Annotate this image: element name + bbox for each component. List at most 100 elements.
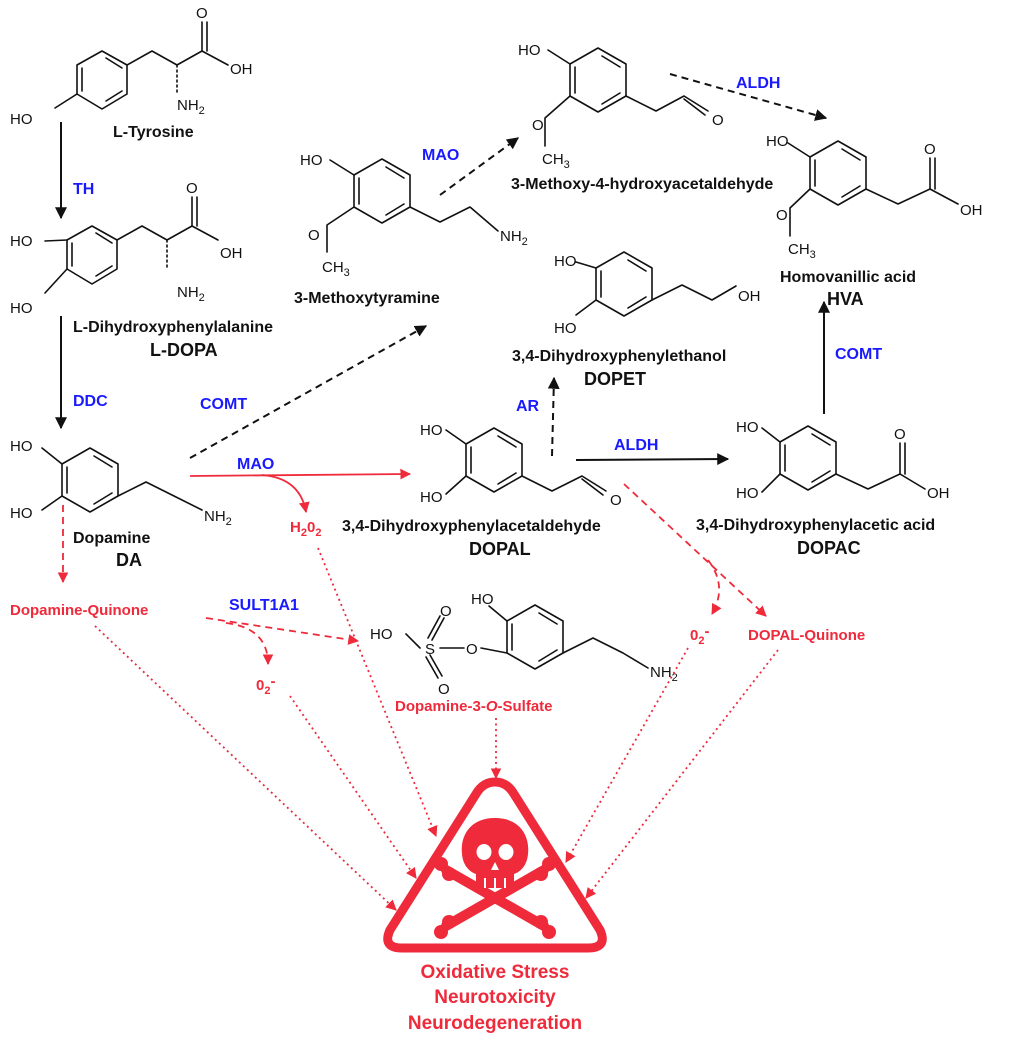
arrow-quinone-to-sulfate	[205, 617, 360, 645]
enzyme-mao-dopamine: MAO	[237, 456, 274, 473]
atom-oh: OH	[230, 61, 253, 78]
atom-ho: HO	[554, 320, 577, 337]
atom-oh: OH	[220, 245, 243, 262]
atom-oh: OH	[927, 485, 950, 502]
arrow-o2-right-to-stress	[565, 647, 689, 863]
label-l-tyrosine: L-Tyrosine	[113, 124, 194, 141]
structure-dopac: HO HO O OH	[736, 419, 950, 502]
atom-ho: HO	[766, 133, 789, 150]
arrow-dopal-quinone-to-stress	[585, 649, 779, 899]
arrow-quinone-to-o2	[225, 622, 274, 666]
species-h2o2: H202	[290, 519, 321, 539]
atom-nh2: NH2	[500, 228, 528, 248]
atom-o: O	[532, 117, 544, 134]
arrow-dopal-to-o2	[707, 559, 722, 615]
enzyme-aldh-top: ALDH	[736, 75, 780, 92]
atom-ch3: CH3	[322, 259, 350, 279]
enzyme-mao-3mt: MAO	[422, 147, 459, 164]
structure-dopamine-3-o-sulfate: HO O S O O HO NH2	[370, 591, 678, 698]
atom-oh: OH	[738, 288, 761, 305]
species-dopal-quinone: DOPAL-Quinone	[748, 627, 865, 644]
label-dopet-abbr: DOPET	[584, 369, 646, 389]
arrow-dopal-to-dopac	[575, 453, 730, 466]
atom-o: O	[894, 426, 906, 443]
species-o2-left: 02-	[256, 673, 275, 697]
arrow-dopal-to-dopet	[547, 376, 560, 457]
structure-3-methoxy-4-hydroxyacetaldehyde: HO O CH3 O	[518, 42, 724, 171]
label-dopac-abbr: DOPAC	[797, 538, 861, 558]
atom-nh2: NH2	[204, 508, 232, 528]
outcome-oxidative-stress: Oxidative Stress	[421, 962, 570, 983]
label-l-dopa-name: L-Dihydroxyphenylalanine	[73, 319, 273, 336]
atom-nh2: NH2	[177, 97, 205, 117]
atom-ho: HO	[420, 489, 443, 506]
atom-o: O	[308, 227, 320, 244]
atom-o: O	[438, 681, 450, 698]
atom-ho: HO	[370, 626, 393, 643]
structure-dopet: HO HO OH	[554, 251, 761, 337]
atom-o: O	[186, 180, 198, 197]
label-dopamine: Dopamine	[73, 530, 150, 547]
atom-o: O	[776, 207, 788, 224]
label-homovanillic-acid: Homovanillic acid	[780, 269, 916, 286]
structure-3-methoxytyramine: HO O CH3 NH2	[300, 152, 528, 279]
atom-ho: HO	[518, 42, 541, 59]
structure-l-tyrosine: O OH NH2 HO	[10, 5, 253, 128]
atom-o: O	[196, 5, 208, 22]
enzyme-comt-dopac: COMT	[835, 346, 882, 363]
arrow-mao-to-h2o2	[261, 474, 310, 514]
arrow-3mt-to-mhpa	[439, 137, 519, 196]
outcome-neurodegeneration: Neurodegeneration	[408, 1013, 582, 1034]
atom-nh2: NH2	[650, 664, 678, 684]
atom-ho: HO	[10, 300, 33, 317]
enzyme-ar: AR	[516, 398, 540, 415]
enzyme-th: TH	[73, 181, 94, 198]
atom-oh: OH	[960, 202, 983, 219]
arrow-h2o2-to-stress	[317, 547, 438, 837]
atom-ho: HO	[736, 485, 759, 502]
label-dopamine-abbr: DA	[116, 550, 142, 570]
arrow-dopal-to-dopal-quinone	[623, 483, 767, 617]
label-dopal: 3,4-Dihydroxyphenylacetaldehyde	[342, 518, 601, 535]
label-3-methoxy-4-hydroxyacetaldehyde: 3-Methoxy-4-hydroxyacetaldehyde	[511, 176, 773, 193]
arrow-quinone-to-stress	[94, 625, 397, 911]
label-3-methoxytyramine: 3-Methoxytyramine	[294, 290, 440, 307]
atom-o: O	[610, 492, 622, 509]
structure-dopamine: HO HO NH2	[10, 438, 232, 528]
enzyme-comt-dopamine: COMT	[200, 396, 247, 413]
structure-l-dopa: O OH NH2 HO HO	[10, 180, 243, 317]
atom-ho: HO	[10, 505, 33, 522]
atom-o: O	[440, 603, 452, 620]
species-dopamine-quinone: Dopamine-Quinone	[10, 602, 148, 619]
atom-s: S	[425, 641, 435, 658]
arrow-mhpa-to-hva	[669, 73, 828, 121]
atom-ho: HO	[10, 438, 33, 455]
arrow-dopamine-to-3-methoxytyramine	[189, 325, 428, 459]
enzyme-sult1a1: SULT1A1	[229, 597, 299, 614]
label-l-dopa-abbr: L-DOPA	[150, 340, 218, 360]
atom-o: O	[712, 112, 724, 129]
skull-crossbones-warning-icon	[383, 777, 607, 953]
atom-ch3: CH3	[788, 241, 816, 261]
atom-ho: HO	[420, 422, 443, 439]
atom-ho: HO	[471, 591, 494, 608]
structure-homovanillic-acid: HO O CH3 O OH	[766, 133, 983, 261]
atom-ho: HO	[554, 253, 577, 270]
structure-dopal: HO HO O	[420, 422, 622, 509]
label-dopal-abbr: DOPAL	[469, 539, 531, 559]
label-dopet: 3,4-Dihydroxyphenylethanol	[512, 348, 726, 365]
label-dopac: 3,4-Dihydroxyphenylacetic acid	[696, 517, 935, 534]
atom-ho: HO	[10, 111, 33, 128]
outcome-neurotoxicity: Neurotoxicity	[434, 987, 556, 1008]
atom-nh2: NH2	[177, 284, 205, 304]
atom-ho: HO	[736, 419, 759, 436]
atom-o: O	[466, 641, 478, 658]
atom-o: O	[924, 141, 936, 158]
enzyme-ddc: DDC	[73, 393, 108, 410]
arrow-dopamine-to-dopal	[189, 468, 412, 480]
label-hva-abbr: HVA	[827, 289, 864, 309]
species-o2-right: 02-	[690, 623, 709, 647]
label-dopamine-3-o-sulfate: Dopamine-3-O-Sulfate	[395, 698, 553, 715]
atom-ho: HO	[10, 233, 33, 250]
